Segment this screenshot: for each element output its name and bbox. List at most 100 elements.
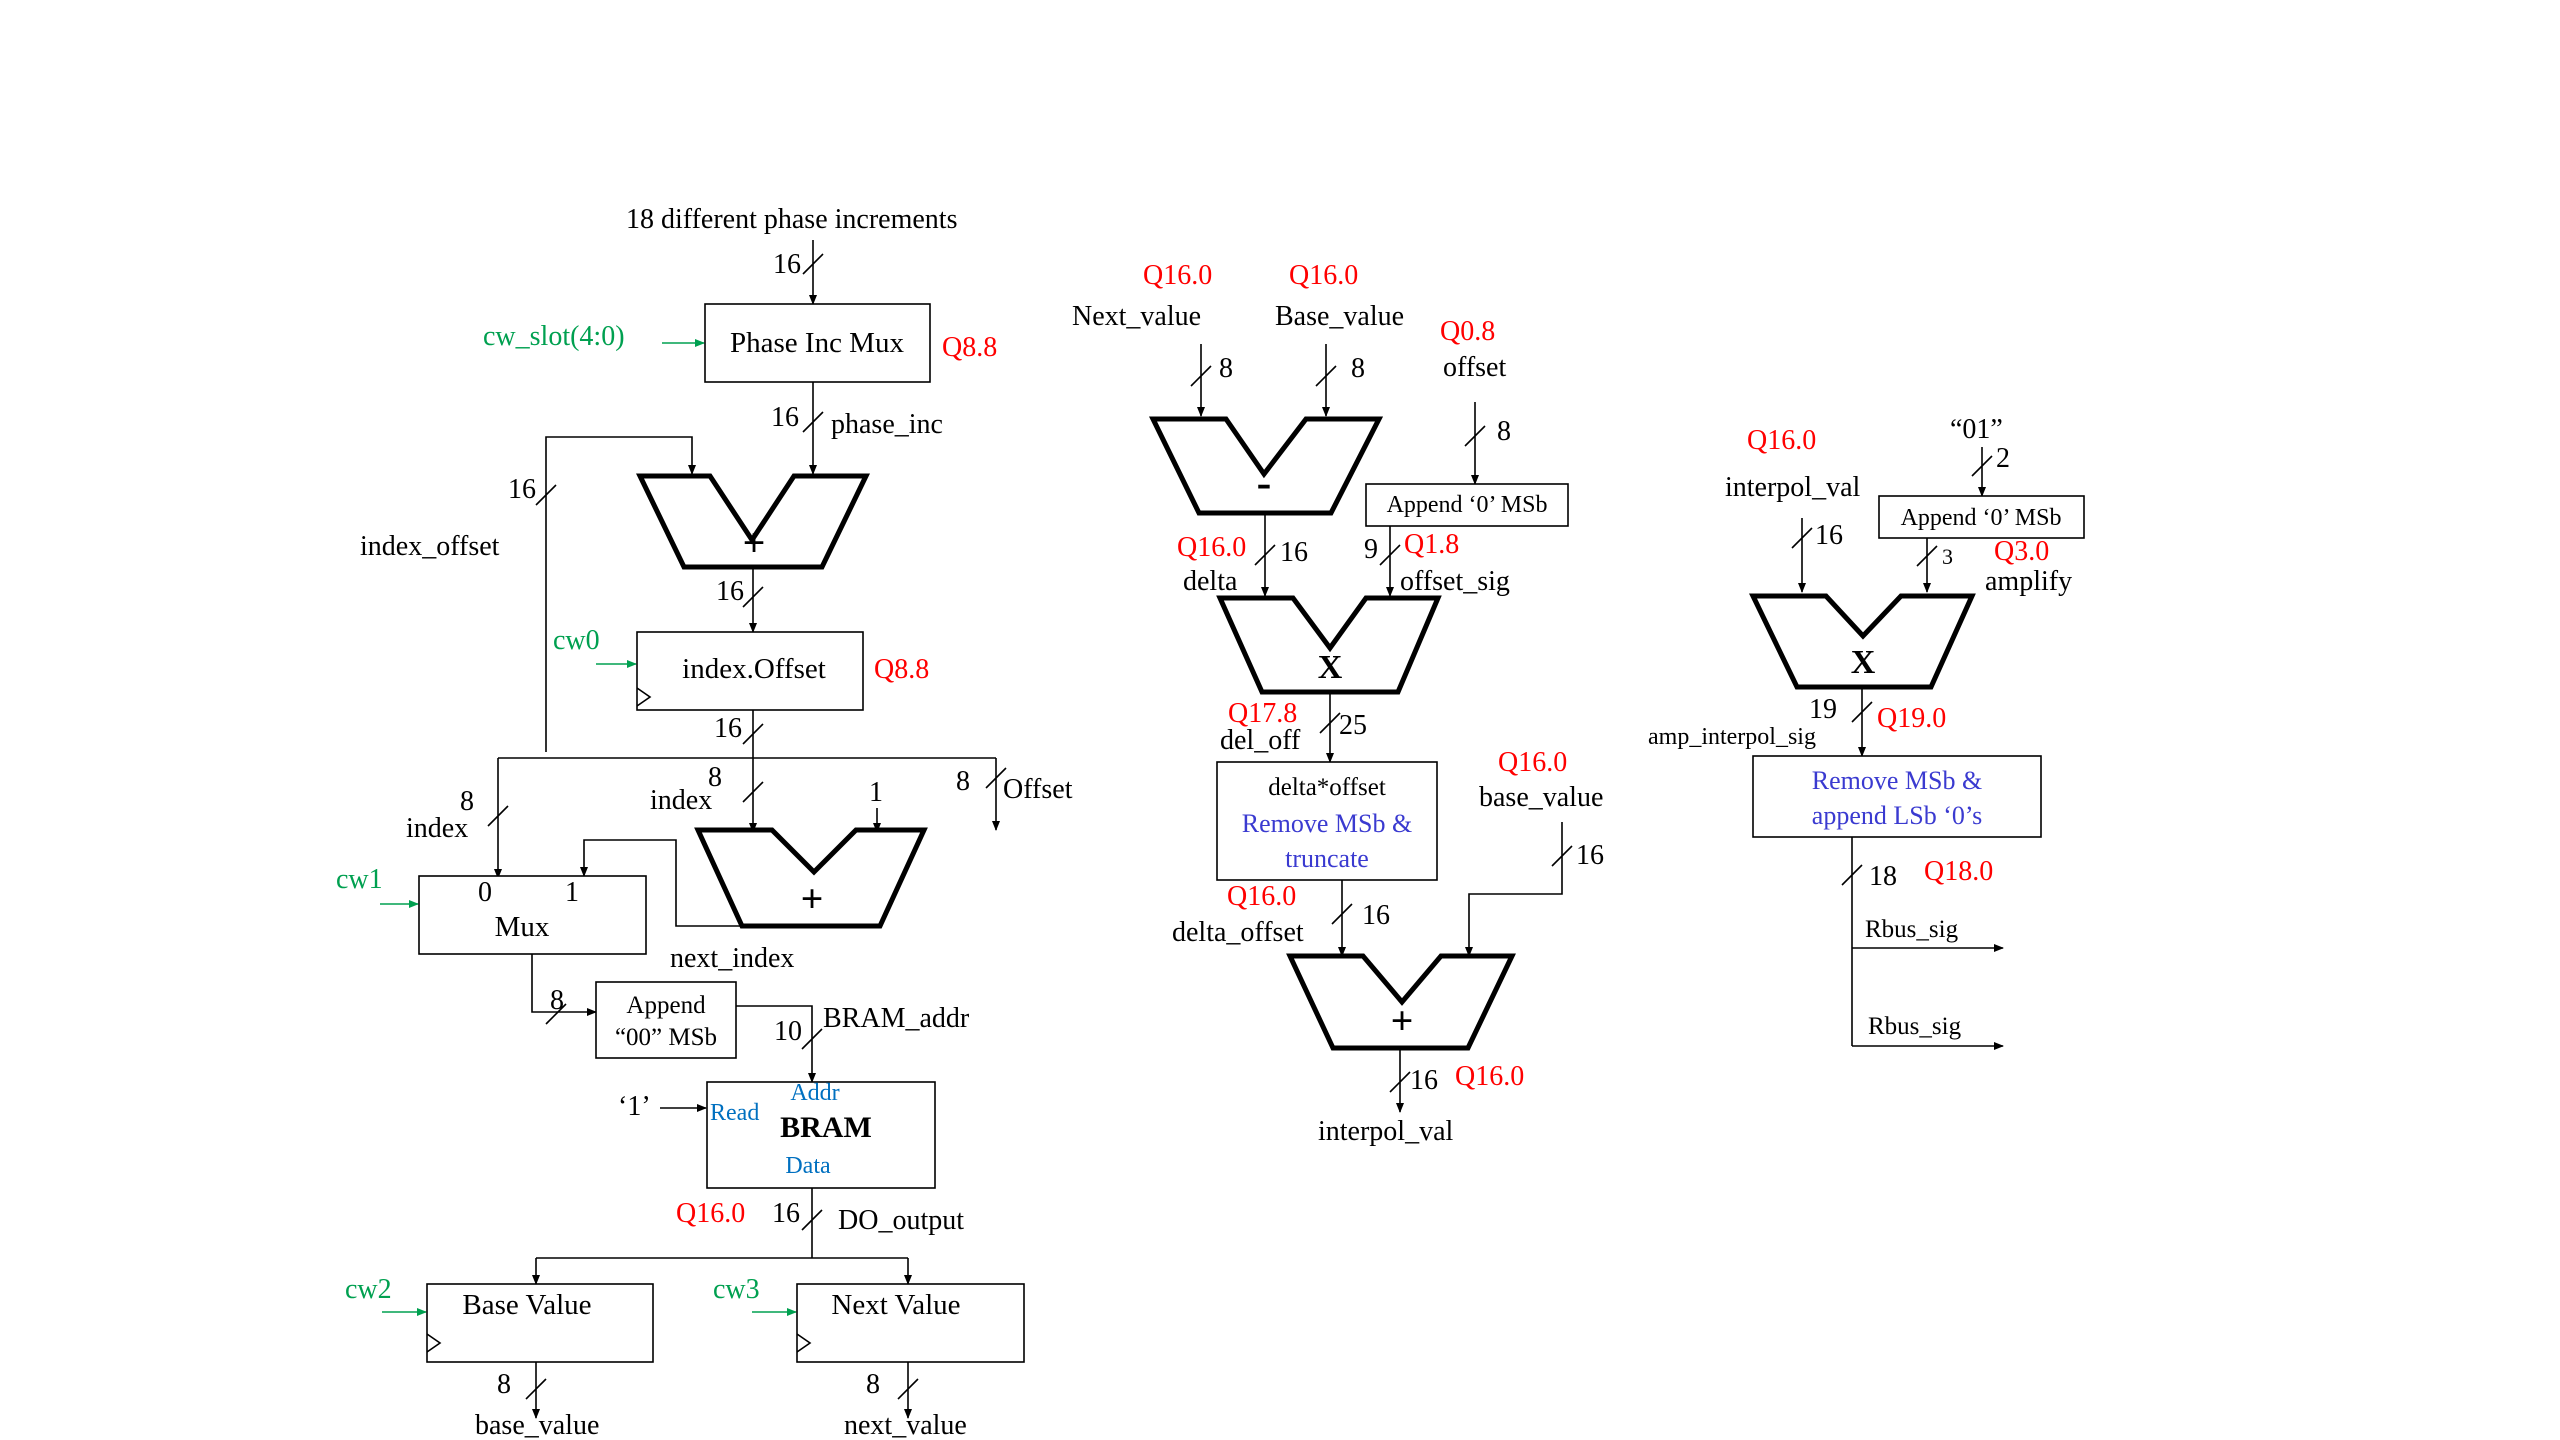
append-0-msb-label: Append ‘0’ MSb [1901,505,2062,531]
clock-triangle [426,1333,442,1353]
mux-input-1: 1 [565,877,579,908]
bram-read-port: Read [710,1100,759,1126]
bus-slash [1841,864,1863,886]
fixed-point-format-label: Q17.8 [1228,698,1297,729]
bus-width-label: 8 [1497,416,1511,447]
remove-msb-label: Remove MSb & [1812,766,1982,795]
bus-slash [742,723,764,745]
bus-width-label: 16 [714,713,742,744]
bus-width-label: 8 [460,786,474,817]
append-label: Append [626,992,706,1019]
index-offset-label: index_offset [360,531,500,562]
index-datapath: 18 different phase increments 16 cw_slot… [336,204,1073,1440]
plus-sign: + [1391,998,1414,1043]
append-label: “00” MSb [615,1024,717,1051]
fixed-point-format-label: Q16.0 [1143,260,1212,291]
bus-slash [802,411,824,433]
cw3-signal: cw3 [713,1274,760,1305]
read-enable-constant: ‘1’ [618,1091,651,1122]
bus-width-label: 19 [1809,694,1837,725]
plus-sign: + [801,876,824,921]
bus-slash [1331,903,1353,925]
plus-sign: + [743,520,766,565]
clock-triangle [636,687,652,707]
bus-slash [487,805,509,827]
index-offset-register [636,631,864,711]
interpolation-datapath: Q16.0 Q16.0 Next_value Base_value Q0.8 o… [1072,260,1604,1147]
base-value-label: base_value [475,1410,599,1440]
base-value-input-label: base_value [1479,782,1603,813]
bus-width-label: 10 [774,1016,802,1047]
subtractor-block [1148,416,1384,516]
constant-width-label: 1 [869,777,883,808]
bus-slash [1551,845,1573,867]
bram-block [706,1081,936,1189]
amp-interpol-sig-label: amp_interpol_sig [1648,724,1816,750]
constant-01-label: “01” [1950,414,2003,445]
bus-width-label: 16 [1576,840,1604,871]
multiply-sign: X [1851,644,1876,681]
bus-slash [742,781,764,803]
index-mux-block [418,875,647,955]
index-incrementer-block [694,827,928,929]
bus-slash [897,1378,919,1400]
truncate-label: Remove MSb & [1242,809,1412,838]
bus-width-label: 3 [1942,544,1953,569]
append-0-msb-block [1878,495,2085,539]
bram-label: BRAM [780,1111,872,1144]
bus-slash [545,1003,567,1025]
bus-slash [1319,712,1341,734]
multiply-sign: X [1318,649,1343,686]
interpol-val-input-label: interpol_val [1725,472,1861,503]
offset-sig-label: offset_sig [1400,566,1510,597]
bus-slash [1379,544,1401,566]
next-index-label: next_index [670,943,794,974]
delta-label: delta [1183,566,1238,597]
fixed-point-format-label: Q16.0 [1747,425,1816,456]
index-label: index [650,785,712,816]
bus-slash [1315,365,1337,387]
bus-width-label: 8 [956,766,970,797]
append-0-msb-block [1365,483,1569,527]
fixed-point-format-label: Q18.0 [1924,856,1993,887]
bus-width-label: 8 [1351,353,1365,384]
phase-inc-mux-block [704,303,931,383]
phase-inc-mux-label: Phase Inc Mux [730,327,904,359]
bram-data-port: Data [785,1153,831,1179]
base-value-register [426,1283,654,1363]
do-output-label: DO_output [838,1205,964,1236]
fixed-point-format-label: Q19.0 [1877,703,1946,734]
cw2-signal: cw2 [345,1274,392,1305]
phase-inc-label: phase_inc [831,409,943,440]
bus-width-label: 2 [1996,443,2010,474]
next-value-register [796,1283,1025,1363]
append-00-block [595,981,737,1059]
bus-width-label: 16 [771,402,799,433]
rbus-sig-label: Rbus_sig [1865,916,1959,943]
bus-slash [1971,455,1993,477]
mux-input-0: 0 [478,877,492,908]
index-label: index [406,813,468,844]
bus-slash [535,484,557,506]
append-0-msb-label: Append ‘0’ MSb [1387,492,1548,518]
next-value-label: next_value [844,1410,967,1440]
cw0-signal: cw0 [553,625,600,656]
bus-width-label: 8 [708,762,722,793]
bus-slash [1916,545,1938,567]
bram-addr-label: BRAM_addr [823,1003,970,1034]
final-adder-block [1286,953,1516,1051]
fixed-point-format-label: Q1.8 [1404,529,1459,560]
base-value-register-label: Base Value [462,1289,591,1321]
minus-sign: - [1257,458,1272,507]
bus-width-label: 9 [1364,534,1378,565]
interpol-val-label: interpol_val [1318,1116,1454,1147]
fixed-point-format-label: Q16.0 [1289,260,1358,291]
mux-label: Mux [495,911,550,943]
bus-slash [1464,425,1486,447]
bus-width-label: 16 [772,1198,800,1229]
fixed-point-format-label: Q16.0 [1227,881,1296,912]
bus-width-label: 8 [1219,353,1233,384]
phase-increments-label: 18 different phase increments [626,204,957,235]
index-offset-register-label: index.Offset [682,653,826,685]
